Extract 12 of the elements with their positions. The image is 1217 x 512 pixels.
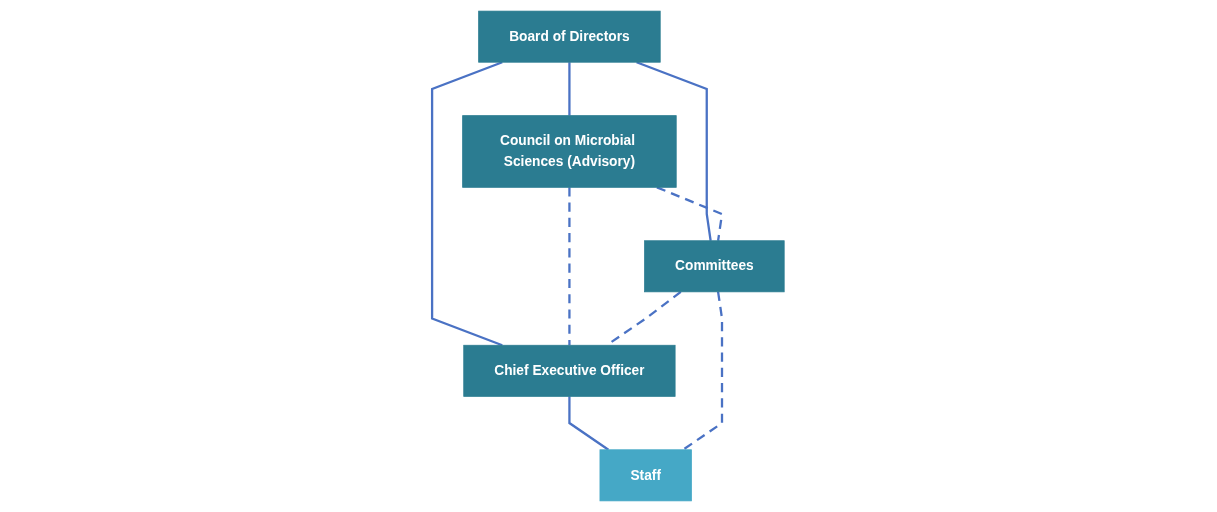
connector bbox=[636, 61, 713, 241]
connector bbox=[568, 62, 571, 116]
connector bbox=[656, 186, 724, 241]
connector bbox=[568, 187, 571, 346]
connector bbox=[682, 291, 724, 451]
connector bbox=[431, 61, 503, 347]
node-box: Committees bbox=[644, 240, 785, 293]
node-box: Council on Microbial Sciences (Advisory) bbox=[462, 115, 677, 188]
connector bbox=[568, 396, 610, 451]
node-box: Chief Executive Officer bbox=[463, 344, 676, 397]
node-box: Board of Directors bbox=[478, 10, 661, 63]
node-box: Staff bbox=[599, 449, 693, 502]
